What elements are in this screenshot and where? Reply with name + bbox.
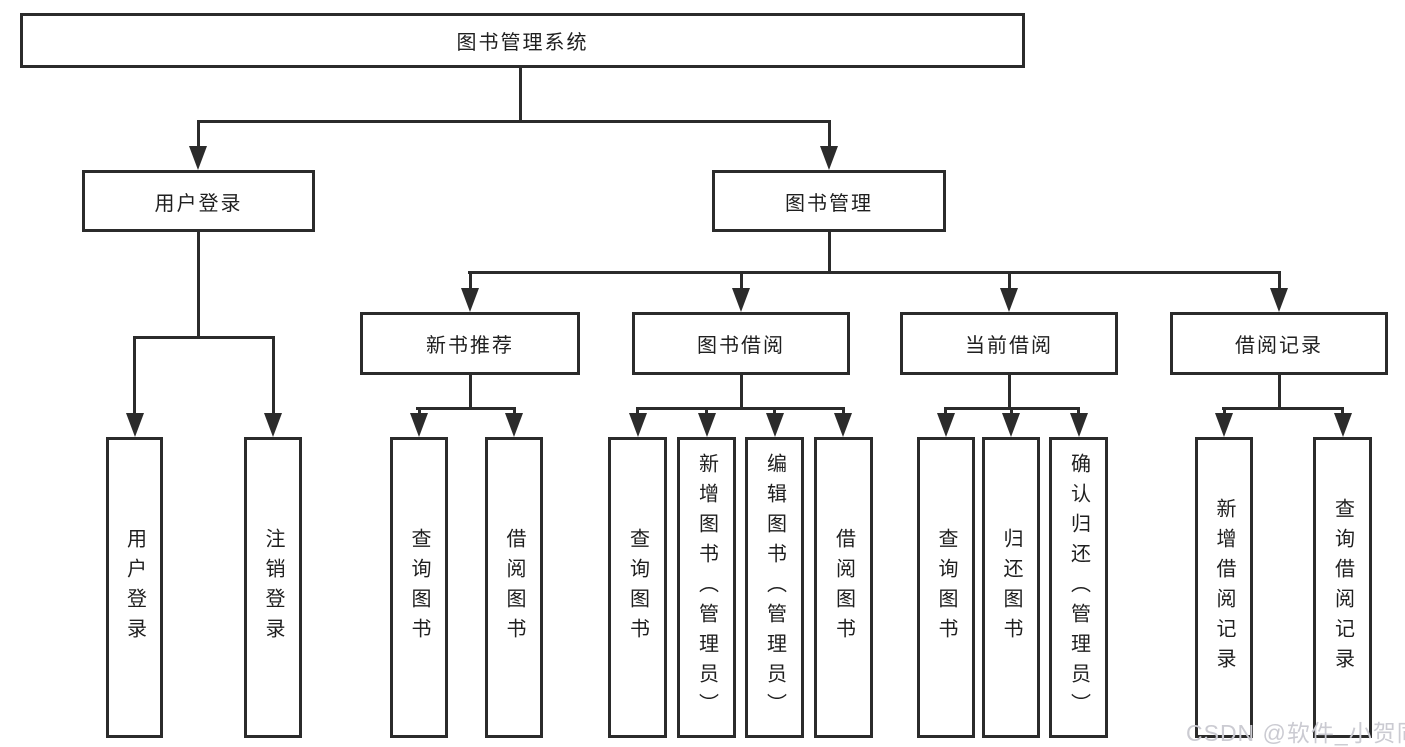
leaf-records-query: 查询借阅记录 [1313, 437, 1372, 738]
leaf-borrow-borrow: 借阅图书 [814, 437, 873, 738]
arrow-down-icon [189, 146, 207, 170]
arrow-down-icon [766, 413, 784, 437]
arrow-down-icon [461, 288, 479, 312]
connector-line [197, 120, 831, 123]
leaf-label: 新增借阅记录 [1213, 497, 1235, 678]
connector-line [828, 232, 831, 271]
arrow-down-icon [505, 413, 523, 437]
leaf-label: 借阅图书 [832, 527, 855, 648]
leaf-current-query: 查询图书 [917, 437, 975, 738]
connector-line [418, 407, 421, 415]
connector-line [1223, 407, 1226, 415]
arrow-down-icon [1334, 413, 1352, 437]
connector-line [272, 336, 275, 415]
node-label: 借阅记录 [1235, 335, 1323, 357]
arrow-down-icon [834, 413, 852, 437]
arrow-down-icon [937, 413, 955, 437]
connector-line [197, 232, 200, 336]
leaf-label: 新增图书（管理员） [695, 452, 718, 723]
connector-line [828, 120, 831, 148]
leaf-current-return: 归还图书 [982, 437, 1040, 738]
arrow-down-icon [1215, 413, 1233, 437]
connector-line [740, 271, 743, 290]
arrow-down-icon [698, 413, 716, 437]
connector-line [513, 407, 516, 415]
connector-line [469, 271, 472, 290]
node-label: 图书管理 [785, 192, 873, 215]
leaf-logout: 注销登录 [244, 437, 302, 738]
leaf-label: 借阅图书 [503, 527, 525, 648]
leaf-label: 用户登录 [123, 527, 146, 648]
arrow-down-icon [820, 146, 838, 170]
watermark: CSDN @软件_小贺同学 [1186, 720, 1405, 746]
leaf-label: 查询图书 [626, 527, 649, 648]
leaf-borrow-query: 查询图书 [608, 437, 667, 738]
leaf-label: 归还图书 [1000, 527, 1022, 648]
connector-line [1278, 271, 1281, 290]
connector-line [944, 407, 947, 415]
connector-line [1010, 407, 1013, 415]
connector-line [133, 336, 136, 415]
node-book-management: 图书管理 [712, 170, 946, 232]
leaf-newbook-borrow: 借阅图书 [485, 437, 543, 738]
node-root-label: 图书管理系统 [456, 32, 589, 54]
connector-line [197, 120, 200, 148]
leaf-user-login: 用户登录 [106, 437, 163, 738]
node-label: 图书借阅 [697, 335, 785, 357]
connector-line [740, 375, 743, 407]
connector-line [1008, 271, 1011, 290]
node-book-borrow: 图书借阅 [632, 312, 850, 375]
node-label: 新书推荐 [426, 335, 514, 357]
leaf-current-confirm-admin: 确认归还（管理员） [1049, 437, 1108, 738]
arrow-down-icon [264, 413, 282, 437]
connector-line [1077, 407, 1080, 415]
leaf-label: 编辑图书（管理员） [763, 452, 786, 723]
connector-line [416, 407, 515, 410]
leaf-records-add: 新增借阅记录 [1195, 437, 1253, 738]
connector-line [133, 336, 275, 339]
arrow-down-icon [1270, 288, 1288, 312]
arrow-down-icon [629, 413, 647, 437]
connector-line [636, 407, 845, 410]
leaf-newbook-query: 查询图书 [390, 437, 448, 738]
arrow-down-icon [410, 413, 428, 437]
arrow-down-icon [732, 288, 750, 312]
leaf-borrow-edit-admin: 编辑图书（管理员） [745, 437, 804, 738]
leaf-label: 确认归还（管理员） [1067, 452, 1090, 723]
node-new-book-recommend: 新书推荐 [360, 312, 580, 375]
node-current-borrow: 当前借阅 [900, 312, 1118, 375]
node-label: 用户登录 [154, 192, 243, 215]
node-label: 当前借阅 [965, 335, 1053, 357]
connector-line [1222, 407, 1344, 410]
arrow-down-icon [126, 413, 144, 437]
connector-line [1008, 375, 1011, 407]
arrow-down-icon [1002, 413, 1020, 437]
connector-line [469, 375, 472, 407]
leaf-label: 查询图书 [935, 527, 957, 648]
connector-line [519, 68, 522, 123]
node-root: 图书管理系统 [20, 13, 1025, 68]
leaf-label: 查询图书 [408, 527, 430, 648]
connector-line [773, 407, 776, 415]
node-user-login: 用户登录 [82, 170, 315, 232]
leaf-borrow-add-admin: 新增图书（管理员） [677, 437, 736, 738]
connector-line [1341, 407, 1344, 415]
connector-line [636, 407, 639, 415]
leaf-label: 注销登录 [262, 527, 284, 648]
connector-line [842, 407, 845, 415]
leaf-label: 查询借阅记录 [1331, 497, 1354, 678]
connector-line [468, 271, 1280, 274]
arrow-down-icon [1000, 288, 1018, 312]
arrow-down-icon [1070, 413, 1088, 437]
node-borrow-records: 借阅记录 [1170, 312, 1388, 375]
connector-line [705, 407, 708, 415]
connector-line [1278, 375, 1281, 407]
